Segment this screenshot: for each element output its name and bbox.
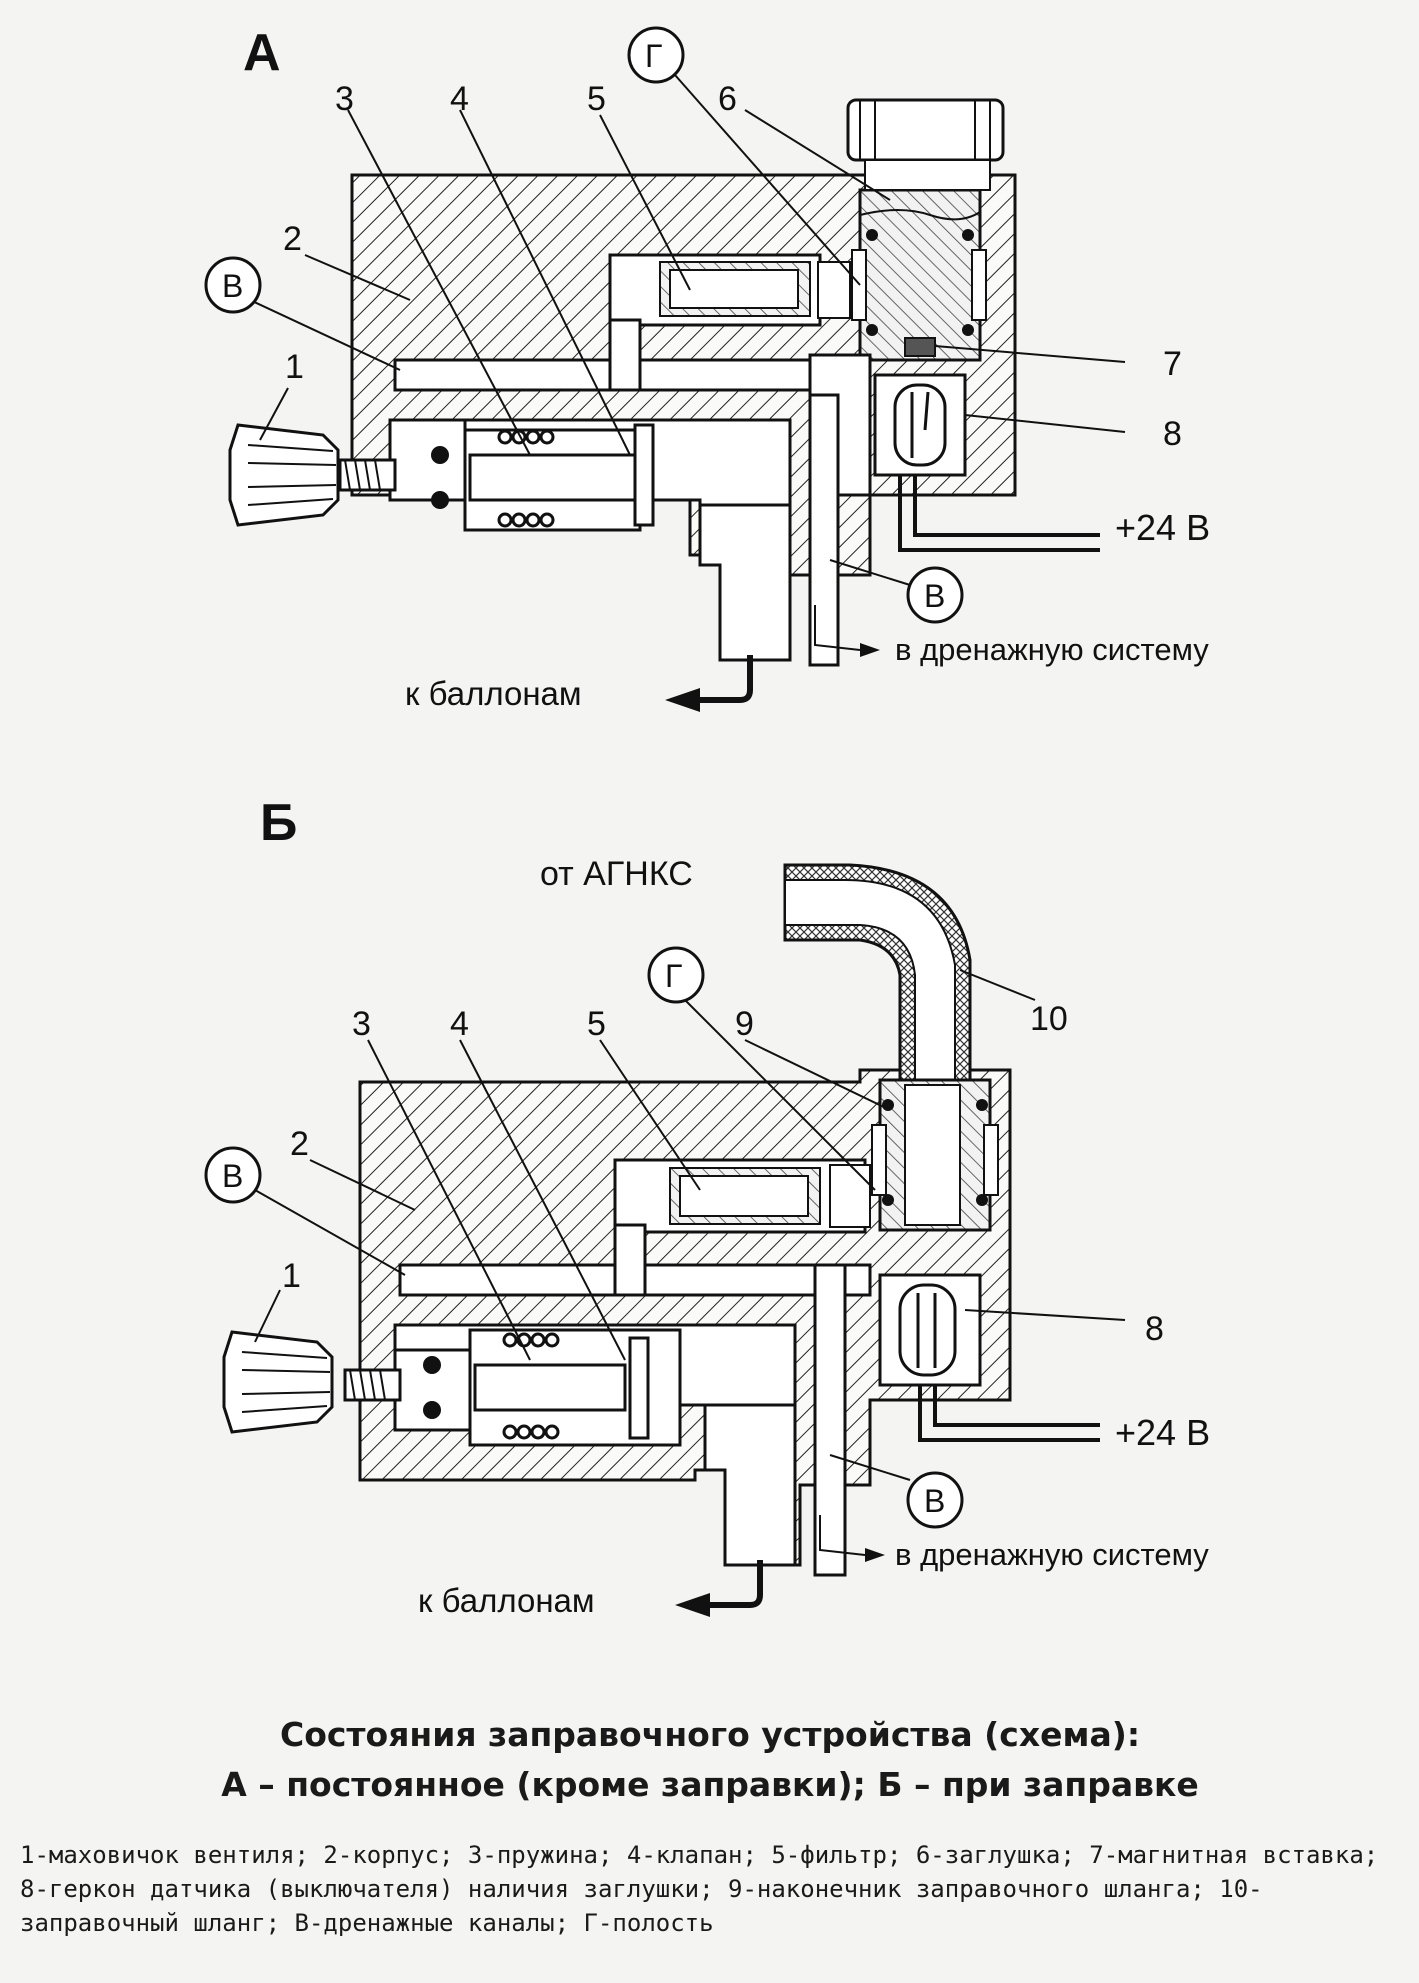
panel-b-letter: Б	[260, 794, 297, 852]
label-a-2: 2	[283, 220, 302, 258]
caption-line-1: Состояния заправочного устройства (схема…	[279, 1715, 1141, 1754]
panel-a-leaders	[249, 74, 1126, 586]
label-b-10: 10	[1030, 1000, 1068, 1038]
panel-a-voltage: +24 В	[1115, 507, 1210, 548]
figure-legend: 1-маховичок вентиля; 2-корпус; 3-пружина…	[20, 1841, 1379, 1937]
label-a-v-bottom: В	[924, 578, 945, 614]
label-a-g: Г	[645, 38, 662, 74]
label-b-9: 9	[735, 1005, 754, 1043]
label-b-3: 3	[352, 1005, 371, 1043]
panel-b-from-station: от АГНКС	[540, 855, 693, 893]
label-a-4: 4	[450, 80, 469, 118]
label-a-3: 3	[335, 80, 354, 118]
label-a-7: 7	[1163, 345, 1182, 383]
label-b-g: Г	[665, 958, 682, 994]
panel-b-leaders	[254, 969, 1126, 1481]
label-a-5: 5	[587, 80, 606, 118]
panel-b-to-cylinders: к баллонам	[418, 1582, 595, 1619]
label-b-5: 5	[587, 1005, 606, 1043]
caption-line-2: А – постоянное (кроме заправки); Б – при…	[221, 1765, 1199, 1804]
panel-b-drain: в дренажную систему	[895, 1537, 1209, 1572]
label-b-8: 8	[1145, 1310, 1164, 1348]
panel-a-letter: А	[243, 24, 281, 82]
label-b-1: 1	[282, 1257, 301, 1295]
label-b-v-top: В	[222, 1158, 243, 1194]
panel-a-drain: в дренажную систему	[895, 632, 1209, 667]
panel-b-drawing	[222, 863, 1100, 1617]
label-b-4: 4	[450, 1005, 469, 1043]
panel-a-to-cylinders: к баллонам	[405, 675, 582, 712]
callout-circles	[204, 26, 964, 1529]
label-a-1: 1	[285, 348, 304, 386]
label-b-2: 2	[290, 1125, 309, 1163]
label-a-8: 8	[1163, 415, 1182, 453]
label-b-v-bottom: В	[924, 1483, 945, 1519]
label-a-6: 6	[718, 80, 737, 118]
panel-a-drawing	[228, 98, 1100, 712]
panel-b-voltage: +24 В	[1115, 1412, 1210, 1453]
figure-caption: Состояния заправочного устройства (схема…	[20, 1710, 1400, 1810]
label-a-v-top: В	[222, 268, 243, 304]
